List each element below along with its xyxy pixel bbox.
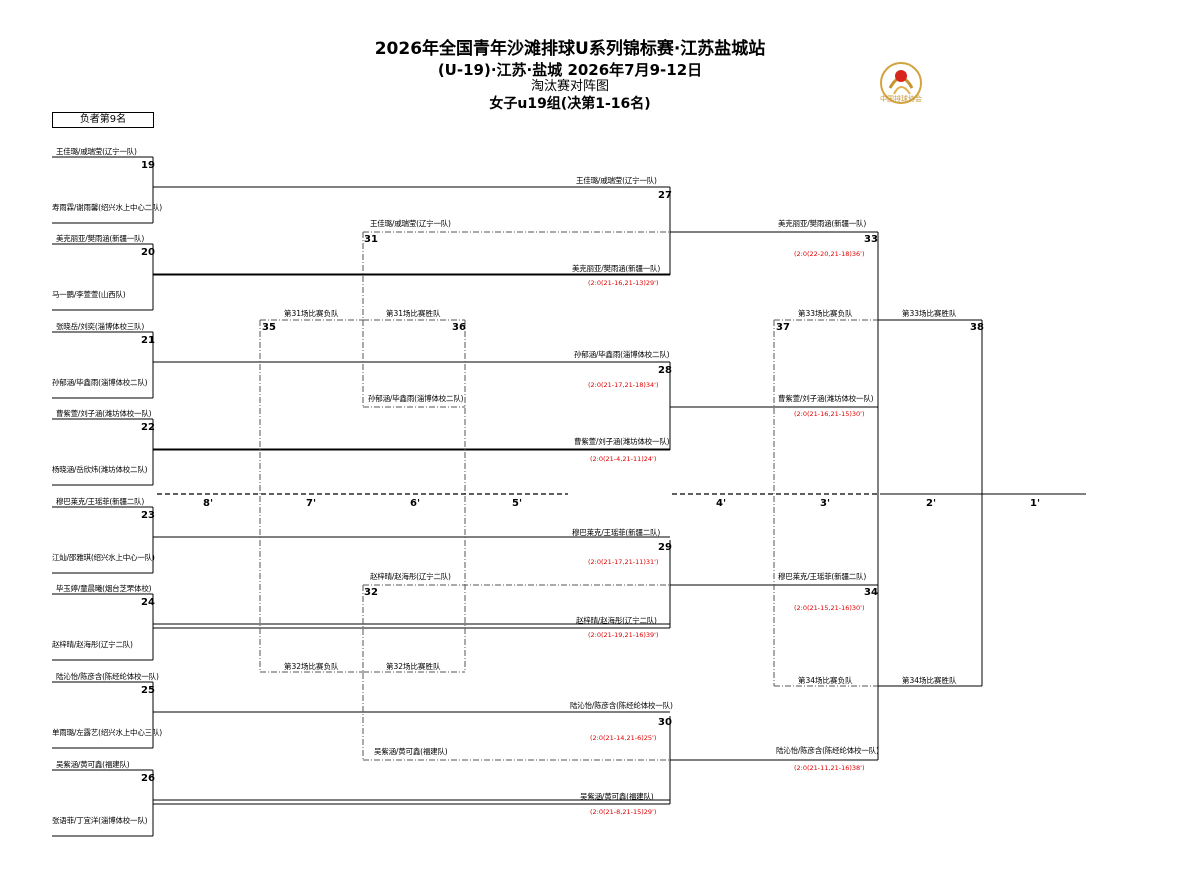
placement-label: 8'	[203, 498, 214, 509]
m38-number: 38	[970, 322, 984, 333]
m35-top-label: 第31场比赛负队	[284, 309, 339, 318]
m31-bottom-team: 孙郁涵/毕鑫雨(淄博体校二队)	[368, 394, 464, 403]
team-slot: 马一鹏/李萱萱(山西队)	[52, 290, 126, 299]
m30-score-top: (2:0(21-14,21-6)25')	[590, 734, 657, 742]
m37-number: 37	[776, 322, 790, 333]
m35-bottom-label: 第32场比赛负队	[284, 662, 339, 671]
m33-top-team: 美克丽亚/樊雨涵(新疆一队)	[778, 219, 867, 228]
first-round-match-number: 22	[141, 422, 155, 433]
m36-bottom-label: 第32场比赛胜队	[386, 662, 441, 671]
m33-score: (2:0(22-20,21-18)36')	[794, 250, 865, 258]
first-round-match-number: 21	[141, 335, 155, 346]
m27-top-team: 王佳璐/戚瑞莹(辽宁一队)	[576, 176, 657, 185]
m34-top-team: 穆巴莱克/王瑶菲(新疆二队)	[778, 572, 867, 581]
m30-number: 30	[658, 717, 672, 728]
loser-ninth-box: 负者第9名	[52, 112, 154, 128]
m30-score: (2:0(21-8,21-15)29')	[590, 808, 657, 816]
placement-label: 1'	[1030, 498, 1041, 509]
team-slot: 陆沁怡/陈彦含(陈经纶体校一队)	[56, 672, 159, 681]
placement-label: 4'	[716, 498, 727, 509]
m34-number: 34	[864, 587, 878, 598]
m29-top-team: 穆巴莱克/王瑶菲(新疆二队)	[572, 528, 661, 537]
m32-top-team: 赵梓晴/赵海彤(辽宁二队)	[370, 572, 451, 581]
team-slot: 单雨璐/左露艺(绍兴水上中心三队)	[52, 728, 162, 737]
m28-score-top: (2:0(21-17,21-18)34')	[588, 381, 659, 389]
title-main: 2026年全国青年沙滩排球U系列锦标赛·江苏盐城站	[374, 39, 766, 59]
team-slot: 赵梓晴/赵海彤(辽宁二队)	[52, 640, 133, 649]
team-slot: 王佳璐/戚瑞莹(辽宁一队)	[56, 147, 137, 156]
logo-caption: 中国排球协会	[880, 95, 922, 103]
team-slot: 孙郁涵/毕鑫雨(淄博体校二队)	[52, 378, 148, 387]
m29-number: 29	[658, 542, 672, 553]
team-slot: 杨晓涵/岳欣炜(潍坊体校二队)	[52, 465, 148, 474]
m37-bottom-label: 第34场比赛负队	[798, 676, 853, 685]
placement-label: 7'	[306, 498, 317, 509]
placement-label: 2'	[926, 498, 937, 509]
m29-bottom-team: 赵梓晴/赵海彤(辽宁二队)	[576, 616, 657, 625]
first-round-match-number: 25	[141, 685, 155, 696]
first-round-match-number: 24	[141, 597, 155, 608]
m28-score: (2:0(21-4,21-11)24')	[590, 455, 657, 463]
first-round-match-number: 26	[141, 773, 155, 784]
m31-number: 31	[364, 234, 378, 245]
first-round-match-number: 23	[141, 510, 155, 521]
m27-number: 27	[658, 190, 672, 201]
placement-label: 5'	[512, 498, 523, 509]
title-group: 女子u19组(决第1-16名)	[489, 96, 651, 112]
m38-bottom-label: 第34场比赛胜队	[902, 676, 957, 685]
team-slot: 寿雨霖/谢雨馨(绍兴水上中心二队)	[52, 203, 162, 212]
m32-number: 32	[364, 587, 378, 598]
m33-bottom-team: 曹紫萱/刘子涵(潍坊体校一队)	[778, 394, 874, 403]
placement-label: 6'	[410, 498, 421, 509]
placement-label: 3'	[820, 498, 831, 509]
m29-score: (2:0(21-19,21-16)39')	[588, 631, 659, 639]
m35-number: 35	[262, 322, 276, 333]
m27-score: (2:0(21-16,21-13)29')	[588, 279, 659, 287]
first-round-match-number: 19	[141, 160, 155, 171]
team-slot: 张晓岳/刘奕(淄博体校三队)	[56, 322, 145, 331]
team-slot: 曹紫萱/刘子涵(潍坊体校一队)	[56, 409, 152, 418]
team-slot: 张语菲/丁宜洋(淄博体校一队)	[52, 816, 148, 825]
m32-bottom-team: 吴紫涵/黄可鑫(福建队)	[374, 747, 448, 756]
title-stage: 淘汰赛对阵图	[530, 79, 609, 94]
m29-score-top: (2:0(21-17,21-11)31')	[588, 558, 659, 566]
m38-top-label: 第33场比赛胜队	[902, 309, 957, 318]
m31-top-team: 王佳璐/戚瑞莹(辽宁一队)	[370, 219, 451, 228]
m27-bottom-team: 美克丽亚/樊雨涵(新疆一队)	[572, 264, 661, 273]
m28-top-team: 孙郁涵/毕鑫雨(淄博体校二队)	[574, 350, 670, 359]
m28-bottom-team: 曹紫萱/刘子涵(潍坊体校一队)	[574, 437, 670, 446]
m33-number: 33	[864, 234, 878, 245]
m37-top-label: 第33场比赛负队	[798, 309, 853, 318]
m33-score-bottom: (2:0(21-16,21-15)30')	[794, 410, 865, 418]
m30-top-team: 陆沁怡/陈彦含(陈经纶体校一队)	[570, 701, 673, 710]
team-slot: 吴紫涵/黄可鑫(福建队)	[56, 760, 130, 769]
first-round-match-number: 20	[141, 247, 155, 258]
m36-number: 36	[452, 322, 466, 333]
team-slot: 穆巴莱克/王瑶菲(新疆二队)	[56, 497, 145, 506]
team-slot: 江灿/邵雅琪(绍兴水上中心一队)	[52, 553, 155, 562]
m28-number: 28	[658, 365, 672, 376]
m34-score: (2:0(21-15,21-16)30')	[794, 604, 865, 612]
volleyball-association-logo-icon	[880, 62, 922, 104]
m30-bottom-team: 吴紫涵/黄可鑫(福建队)	[580, 792, 654, 801]
m34-score-bottom: (2:0(21-11,21-16)38')	[794, 764, 865, 772]
team-slot: 美克丽亚/樊雨涵(新疆一队)	[56, 234, 145, 243]
m34-bottom-team: 陆沁怡/陈彦含(陈经纶体校一队)	[776, 746, 879, 755]
team-slot: 毕玉婷/童晨曦(烟台芝罘体校)	[56, 584, 152, 593]
m36-top-label: 第31场比赛胜队	[386, 309, 441, 318]
title-sub: (U-19)·江苏·盐城 2026年7月9-12日	[437, 61, 703, 79]
